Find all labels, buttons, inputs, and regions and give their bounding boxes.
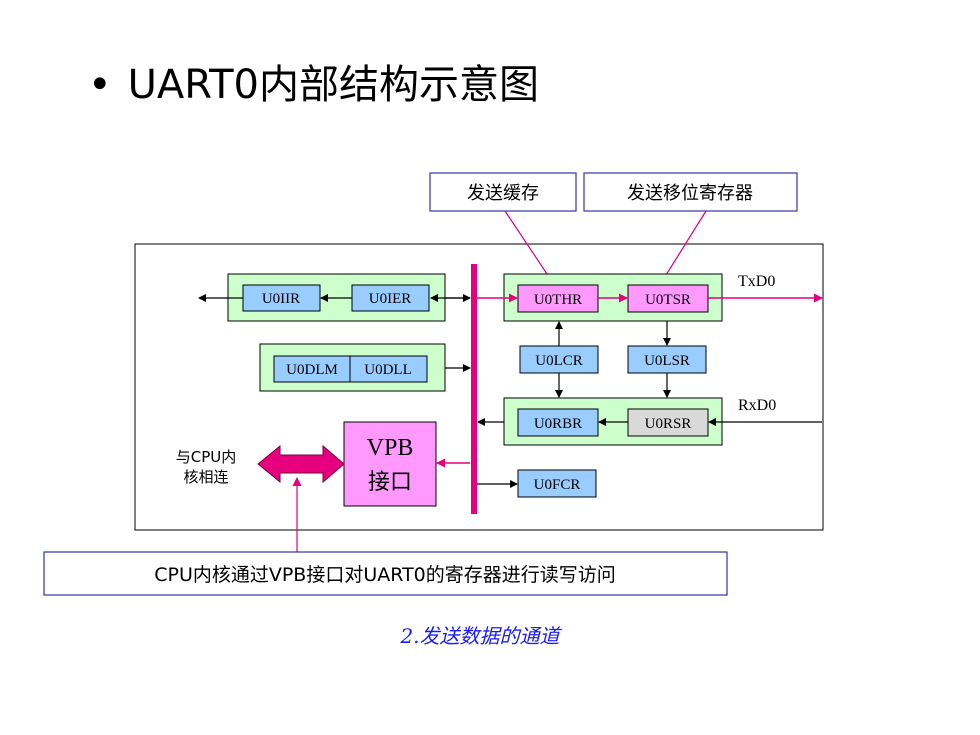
vpb-line1: VPB <box>367 435 414 461</box>
u0lcr-label: U0LCR <box>535 353 583 369</box>
tx-shift-pointer <box>660 210 707 284</box>
bullet: • <box>88 62 112 108</box>
u0rbr-label: U0RBR <box>534 416 582 432</box>
u0thr-label: U0THR <box>534 292 582 308</box>
vpb-interface <box>343 421 437 507</box>
tx-shift-callout: 发送移位寄存器 <box>627 183 753 204</box>
txd0-label: TxD0 <box>738 273 775 290</box>
tx-buffer-pointer <box>504 210 554 284</box>
u0lsr-register <box>627 345 707 374</box>
u0thr-register <box>517 284 599 313</box>
u0iir-register <box>242 284 321 312</box>
u0fcr-register <box>517 469 597 498</box>
u0rsr-label: U0RSR <box>645 416 692 432</box>
u0rbr-register <box>517 408 599 437</box>
u0dll-register <box>349 355 428 383</box>
u0rsr-register <box>627 408 709 437</box>
vpb-line2: 接口 <box>368 470 412 495</box>
rxd0-label: RxD0 <box>738 397 776 414</box>
cpu-label-line1: 与CPU内 <box>176 448 237 466</box>
u0tsr-register <box>627 284 709 313</box>
internal-bus <box>471 264 477 514</box>
u0dlm-register <box>273 355 351 383</box>
tx-buffer-callout-box <box>429 172 577 212</box>
cpu-label-line2: 核相连 <box>183 468 228 486</box>
u0iir-label: U0IIR <box>262 291 300 307</box>
note-box <box>43 551 728 596</box>
u0ier-label: U0IER <box>369 291 412 307</box>
u0dlm-label: U0DLM <box>286 362 338 378</box>
u0dll-label: U0DLL <box>364 362 412 378</box>
u0lcr-register <box>519 345 599 374</box>
note-text: CPU内核通过VPB接口对UART0的寄存器进行读写访问 <box>154 564 616 586</box>
title-text: UART0内部结构示意图 <box>127 62 539 108</box>
caption: 2.发送数据的通道 <box>399 624 562 648</box>
tx-shift-callout-box <box>583 172 798 212</box>
tx-buffer-callout: 发送缓存 <box>467 183 539 204</box>
u0fcr-label: U0FCR <box>534 477 581 493</box>
page-title: • UART0内部结构示意图 <box>88 52 539 110</box>
u0tsr-label: U0TSR <box>645 292 691 308</box>
cpu-vpb-double-arrow <box>257 444 345 484</box>
u0lsr-label: U0LSR <box>644 353 690 369</box>
